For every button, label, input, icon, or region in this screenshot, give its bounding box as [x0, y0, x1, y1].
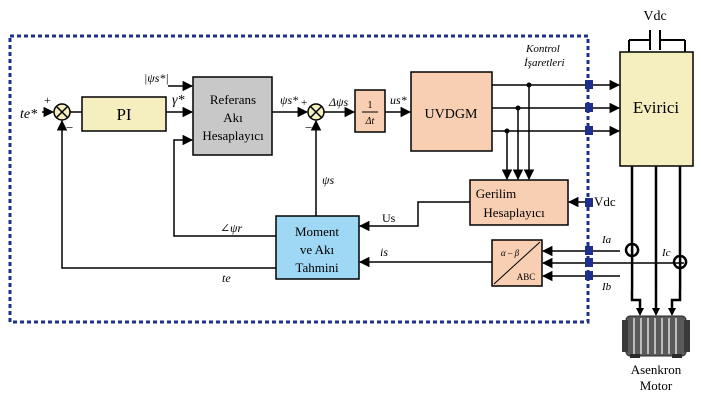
summer-torque [53, 103, 71, 121]
te-label: te [222, 271, 231, 285]
gerilim-label-2: Hesaplayıcı [483, 205, 545, 220]
moment-label-3: Tahmini [295, 260, 339, 275]
control-boundary [8, 34, 590, 324]
delta-psi-label: Δψs [328, 95, 348, 109]
signal-lines [42, 79, 684, 282]
angle-psi-label: ∠ψr [220, 221, 243, 235]
ib-label: Ib [601, 281, 612, 293]
gerilim-block [469, 179, 569, 226]
pi-label: PI [116, 105, 131, 124]
phase-wires [624, 166, 688, 310]
ia-label: Ia [601, 234, 612, 246]
dc-link [628, 30, 686, 52]
boundary-ports [585, 80, 593, 280]
evirici-block [619, 51, 694, 167]
ref-flux-block [192, 76, 273, 156]
motor-label-1: Asenkron [631, 362, 682, 377]
plus-torque: + [44, 93, 51, 107]
us-label: Us [382, 211, 396, 225]
moment-label-2: ve Akı [300, 242, 335, 257]
moment-block [275, 215, 360, 280]
motor-label-2: Motor [640, 378, 673, 393]
plus-flux: + [301, 97, 307, 109]
u-s-star-label: us* [390, 93, 407, 107]
psi-ref-mag-label: |ψs*| [144, 71, 169, 85]
motor-icon [622, 315, 690, 358]
psi-s-label: ψs [322, 173, 334, 187]
abc-top-label: α – β [501, 248, 520, 258]
moment-label-1: Moment [295, 224, 339, 239]
ref-flux-label-3: Hesaplayıcı [202, 128, 264, 143]
uvdgm-label: UVDGM [425, 107, 478, 122]
ref-flux-label-2: Akı [223, 110, 243, 125]
gamma-label: γ* [172, 93, 185, 108]
summer-flux [307, 103, 325, 121]
vdc-mid-label: Vdc [594, 194, 616, 209]
integrator-den: Δt [365, 116, 375, 127]
ref-flux-label-1: Referans [210, 92, 256, 107]
pi-block [81, 96, 167, 132]
abc-bottom-label: ABC [517, 272, 536, 282]
abc-diagonal [493, 241, 541, 285]
integrator-num: 1 [368, 100, 373, 111]
kontrol-label-1: Kontrol [525, 43, 560, 55]
evirici-label: Evirici [633, 98, 680, 117]
gerilim-label-1: Gerilim [476, 186, 516, 201]
psi-s-star-label: ψs* [280, 93, 298, 107]
minus-torque: − [66, 120, 73, 135]
is-label: is [380, 245, 388, 259]
vdc-top-label: Vdc [643, 9, 666, 24]
ic-label: Ic [661, 247, 671, 259]
junction-dots [504, 82, 532, 134]
te-ref-label: te* [20, 107, 37, 122]
minus-flux: − [305, 120, 312, 135]
phase-arrows [636, 308, 676, 316]
kontrol-label-2: İşaretleri [523, 57, 565, 69]
